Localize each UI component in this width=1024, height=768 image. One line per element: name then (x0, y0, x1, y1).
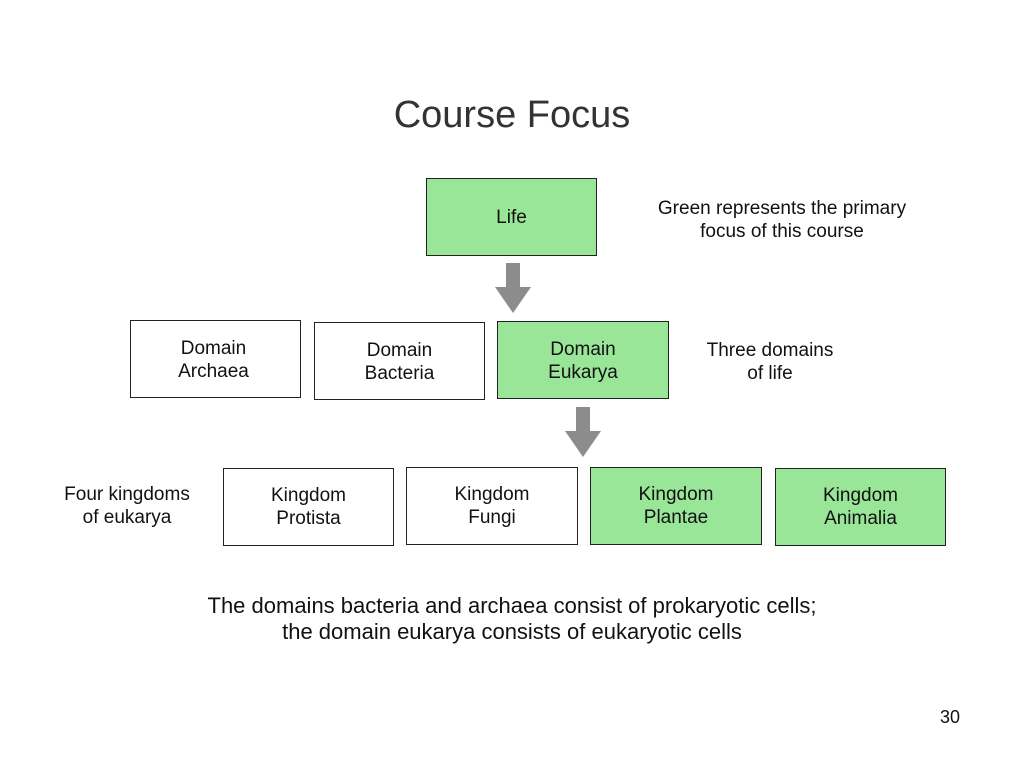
arrow-down-icon (565, 407, 601, 457)
node-kingdom-plantae-label: Kingdom Plantae (638, 484, 714, 528)
summary-text: The domains bacteria and archaea consist… (207, 593, 817, 644)
node-domain-eukarya: Domain Eukarya (497, 321, 669, 399)
node-domain-bacteria-label: Domain Bacteria (364, 340, 435, 384)
node-kingdom-plantae: Kingdom Plantae (590, 467, 762, 545)
node-domain-bacteria: Domain Bacteria (314, 322, 485, 400)
node-kingdom-protista: Kingdom Protista (223, 468, 394, 546)
node-kingdom-animalia-label: Kingdom Animalia (823, 485, 898, 529)
page-number: 30 (939, 707, 961, 727)
legend-note: Green represents the primary focus of th… (657, 198, 907, 242)
domains-note: Three domains of life (706, 340, 834, 384)
node-kingdom-protista-label: Kingdom Protista (271, 485, 346, 529)
node-kingdom-animalia: Kingdom Animalia (775, 468, 946, 546)
node-domain-archaea: Domain Archaea (130, 320, 301, 398)
node-life-label: Life (496, 207, 527, 228)
node-kingdom-fungi: Kingdom Fungi (406, 467, 578, 545)
page-title: Course Focus (393, 94, 631, 136)
arrow-down-icon (495, 263, 531, 313)
node-domain-archaea-label: Domain Archaea (178, 338, 249, 382)
kingdoms-note: Four kingdoms of eukarya (64, 484, 190, 528)
node-kingdom-fungi-label: Kingdom Fungi (454, 484, 530, 528)
node-domain-eukarya-label: Domain Eukarya (548, 339, 618, 383)
node-life: Life (426, 178, 597, 256)
